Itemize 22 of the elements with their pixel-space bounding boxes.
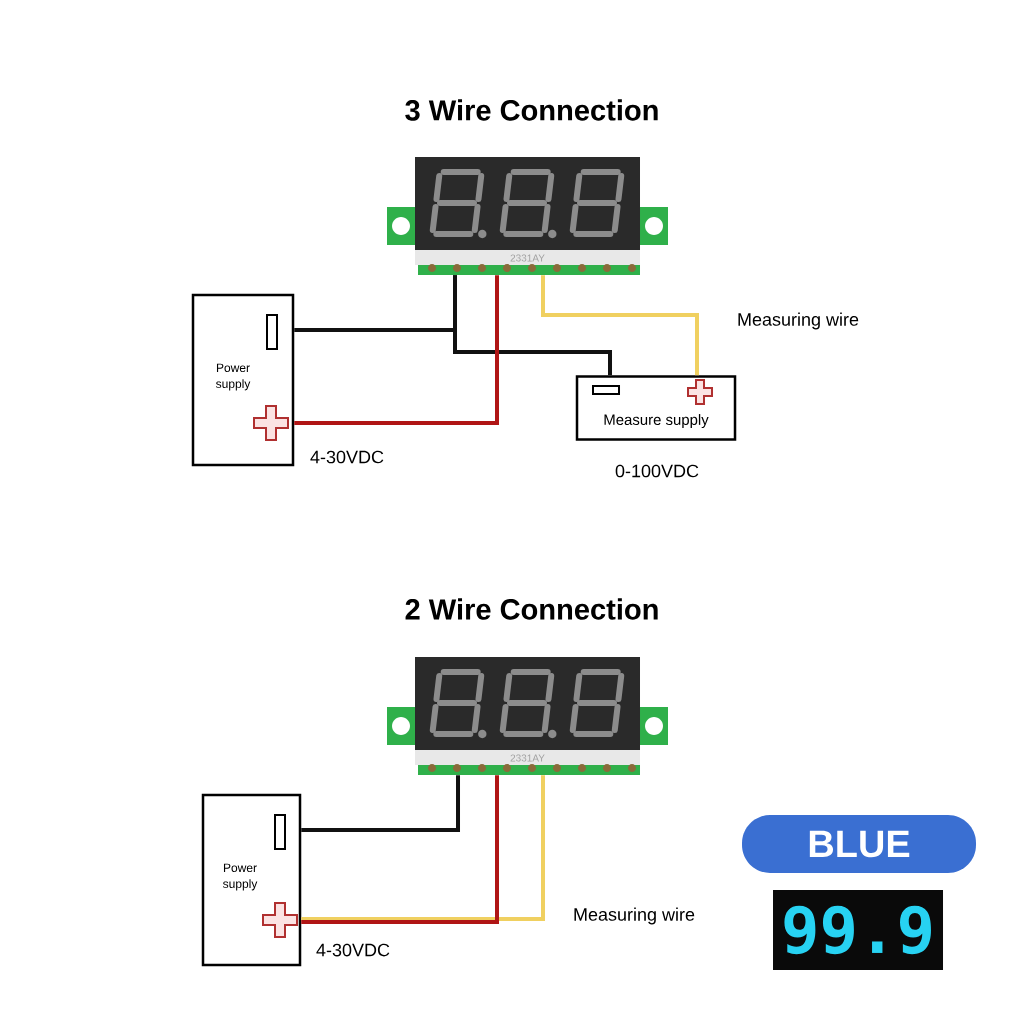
heading: 3 Wire Connection <box>405 99 658 121</box>
power-supply-box: Power supply <box>191 293 295 467</box>
wire <box>301 775 499 924</box>
measure-supply-box: Measure supply <box>575 375 737 441</box>
led-display: 99.9 <box>773 890 943 970</box>
heading: 2 Wire Connection <box>405 598 658 620</box>
color-badge: BLUE <box>742 815 976 873</box>
voltage-label: 4-30VDC <box>310 450 384 464</box>
power-supply-box: Power supply <box>201 793 302 967</box>
wire <box>294 275 499 425</box>
part-marking: 2331AY <box>510 254 545 262</box>
display-module-drawing <box>387 657 668 775</box>
voltage-label: 4-30VDC <box>316 943 390 957</box>
wire <box>301 775 460 832</box>
wire <box>301 775 545 921</box>
edge-label: Measuring wire <box>571 906 697 926</box>
wire <box>541 275 699 376</box>
wire <box>453 275 612 376</box>
part-marking: 2331AY <box>510 754 545 762</box>
display-module-drawing <box>387 157 668 275</box>
edge-label: Measuring wire <box>735 311 861 331</box>
voltage-label: 0-100VDC <box>615 464 699 478</box>
